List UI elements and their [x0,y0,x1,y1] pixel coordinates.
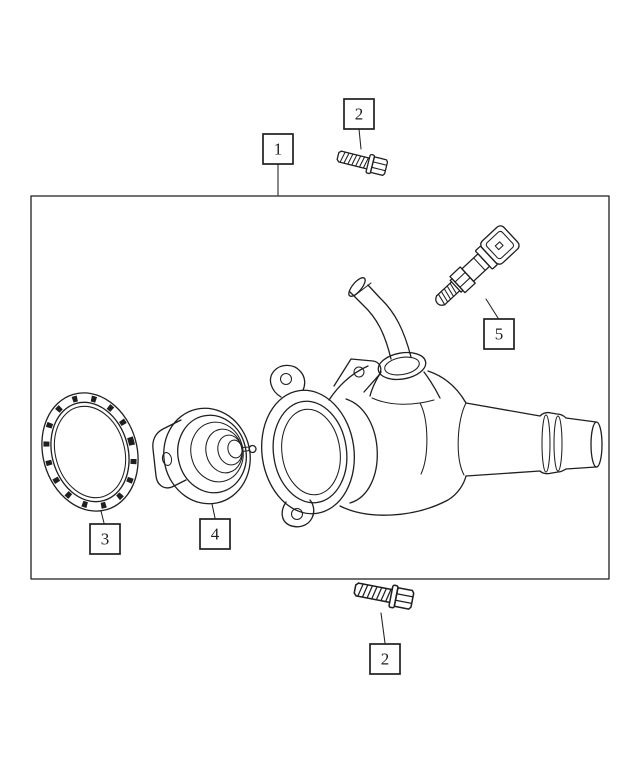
thermostat-drawing [152,407,257,505]
callout-thermostat[interactable]: 4 [199,518,231,550]
callout-seal-label: 3 [101,530,110,549]
callout-sensor[interactable]: 5 [483,318,515,350]
sensor-drawing [435,225,520,306]
callout-assembly-label: 1 [274,140,283,159]
callout-seal[interactable]: 3 [89,523,121,555]
leader-line-seal [100,510,105,524]
leader-line-sensor [485,298,499,319]
diagram-border [30,195,610,580]
leader-line-bolt-top [358,128,362,150]
seal-ring-drawing [41,392,139,512]
callout-thermostat-label: 4 [211,525,220,544]
callout-assembly[interactable]: 1 [262,133,294,165]
leader-line-bolt-bottom [380,612,386,644]
bolt-bottom-drawing [352,577,416,612]
callout-bolt-top-label: 2 [355,105,364,124]
housing-drawing [260,277,603,528]
callout-sensor-label: 5 [495,325,504,344]
bolt-top-drawing [335,146,389,178]
leader-line-thermostat [211,503,216,519]
callout-bolt-bottom[interactable]: 2 [369,643,401,675]
callout-bolt-bottom-label: 2 [381,650,390,669]
callout-bolt-top[interactable]: 2 [343,98,375,130]
